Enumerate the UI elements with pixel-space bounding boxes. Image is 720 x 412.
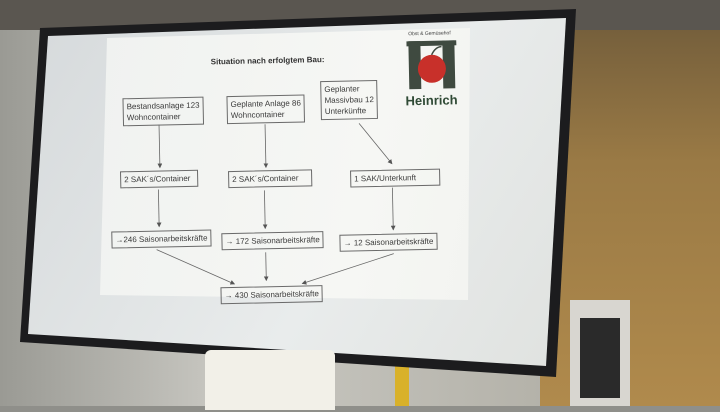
arrow — [156, 249, 236, 285]
result-box-3: → 12 Saisonarbeitskräfte — [339, 232, 438, 252]
box-line: Geplante Anlage 86 — [230, 98, 301, 110]
box-line: Massivbau 12 — [324, 95, 374, 106]
arrow — [157, 124, 163, 169]
ratio-box-1: 2 SAK´s/Container — [119, 169, 199, 189]
arrow — [301, 253, 394, 285]
arrow — [262, 190, 268, 230]
box-line: Unterkünfte — [324, 106, 367, 117]
door-window — [580, 318, 620, 398]
arrow — [390, 187, 396, 231]
arrow — [358, 123, 393, 165]
apple-h-logo-icon — [406, 40, 457, 90]
arrow — [263, 124, 269, 169]
source-box-1: Bestandsanlage 123 Wohncontainer — [122, 96, 204, 127]
yellow-post — [395, 355, 409, 406]
logo: Obst & Gemüsehof Heinrich — [402, 30, 462, 111]
ratio-box-2: 2 SAK´s/Container — [228, 169, 313, 189]
result-box-2: → 172 Saisonarbeitskräfte — [221, 231, 324, 251]
total-box: → 430 Saisonarbeitskräfte — [220, 285, 324, 305]
source-box-3: Geplanter Massivbau 12 Unterkünfte — [320, 79, 379, 121]
arrow — [263, 252, 269, 282]
box-line: Wohncontainer — [126, 112, 181, 123]
bistro-table — [205, 350, 335, 410]
arrow — [156, 189, 162, 228]
box-line: Bestandsanlage 123 — [126, 100, 200, 112]
ratio-box-3: 1 SAK/Unterkunft — [350, 168, 441, 188]
source-box-2: Geplante Anlage 86 Wohncontainer — [226, 94, 306, 125]
result-box-1: →246 Saisonarbeitskräfte — [111, 229, 212, 249]
box-line: Wohncontainer — [230, 109, 285, 121]
